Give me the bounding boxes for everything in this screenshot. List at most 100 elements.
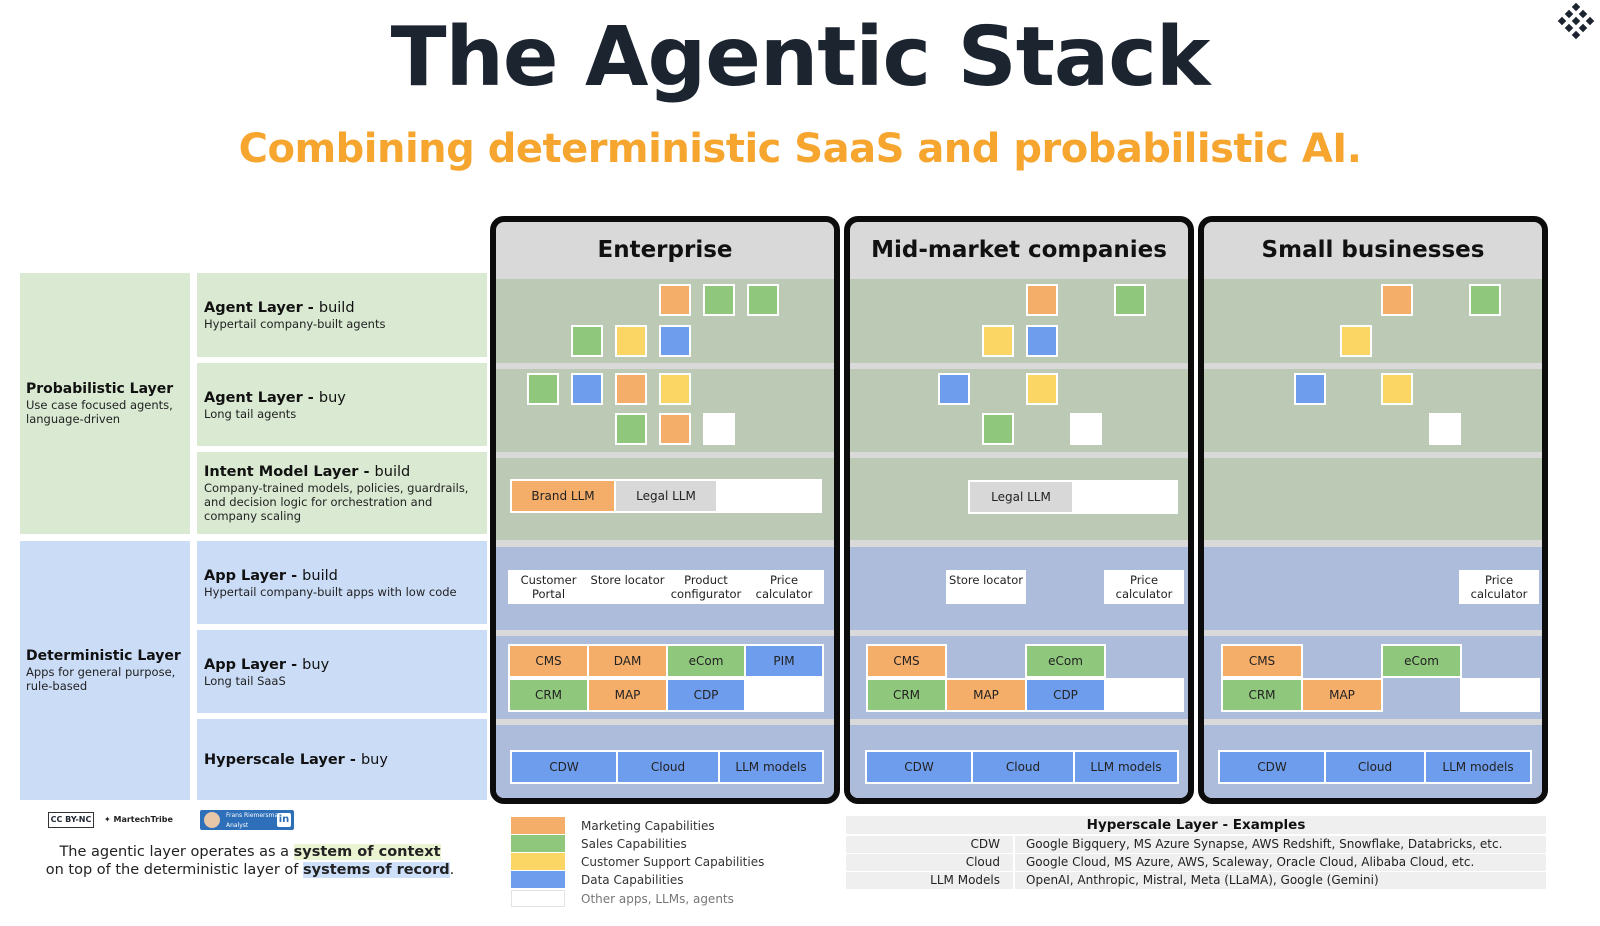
hyperscale-layer-label: Hyperscale Layer - buy xyxy=(197,719,487,800)
layer-desc: Hypertail company-built agents xyxy=(204,317,480,331)
hyperscale-llm-models: LLM models xyxy=(1073,750,1179,784)
app-crm: CRM xyxy=(508,678,589,712)
agent-square xyxy=(1026,325,1058,357)
app-customer-portal: Customer Portal xyxy=(508,570,589,604)
legend-swatch xyxy=(511,890,565,907)
app-ecom: eCom xyxy=(1025,644,1106,678)
agent-build-band xyxy=(850,279,1188,363)
hyperscale-example-value: OpenAI, Anthropic, Mistral, Meta (LLaMA)… xyxy=(1026,872,1379,889)
agent-square xyxy=(747,284,779,316)
layer-mode: buy xyxy=(361,752,388,768)
agent-square xyxy=(659,284,691,316)
app-buy-band: CMS DAM eCom PIM CRM MAP CDP xyxy=(496,636,834,719)
page-subtitle: Combining deterministic SaaS and probabi… xyxy=(0,124,1600,174)
martechtribe-logo-icon xyxy=(1556,2,1596,42)
legend-label: Data Capabilities xyxy=(581,873,683,887)
hyperscale-example-row: LLM Models OpenAI, Anthropic, Mistral, M… xyxy=(846,872,1546,889)
app-layer-buy-label: App Layer - buy Long tail SaaS xyxy=(197,630,487,713)
agent-square xyxy=(1340,325,1372,357)
app-crm: CRM xyxy=(1221,678,1303,712)
martechtribe-icon: ✦ xyxy=(104,815,111,824)
agent-buy-band xyxy=(496,369,834,452)
legend-swatch xyxy=(511,871,565,888)
small-business-column-title: Small businesses xyxy=(1204,222,1542,278)
agent-square xyxy=(1070,413,1102,445)
avatar xyxy=(204,812,220,828)
hyperscale-llm-models: LLM models xyxy=(1424,750,1532,784)
hyperscale-example-key: Cloud xyxy=(846,854,1000,871)
app-build-band: Customer Portal Store locator Product co… xyxy=(496,547,834,630)
app-price-calculator: Price calculator xyxy=(1104,570,1184,604)
legend-label: Other apps, LLMs, agents xyxy=(581,892,734,906)
intent-model-band xyxy=(1204,458,1542,540)
agent-square xyxy=(615,325,647,357)
hyperscale-cloud: Cloud xyxy=(1324,750,1426,784)
intent-model-band: Brand LLM Legal LLM xyxy=(496,458,834,540)
app-map: MAP xyxy=(587,678,668,712)
layer-desc: Long tail agents xyxy=(204,407,480,421)
layer-mode: buy xyxy=(302,657,329,673)
agent-square xyxy=(571,373,603,405)
hyperscale-cloud: Cloud xyxy=(971,750,1075,784)
deterministic-layer-title: Deterministic Layer xyxy=(26,648,184,665)
agent-square xyxy=(1026,284,1058,316)
app-crm: CRM xyxy=(866,678,947,712)
intent-model-legal-llm: Legal LLM xyxy=(968,480,1074,514)
layer-name: Agent Layer - xyxy=(204,300,319,316)
app-store-locator: Store locator xyxy=(946,570,1026,604)
layer-mode: buy xyxy=(319,390,346,406)
hyperscale-example-value: Google Cloud, MS Azure, AWS, Scaleway, O… xyxy=(1026,854,1474,871)
legend-swatch xyxy=(511,817,565,834)
hyperscale-example-row: Cloud Google Cloud, MS Azure, AWS, Scale… xyxy=(846,854,1546,871)
author-name: Frans Riemersma Analyst xyxy=(226,812,278,829)
app-ecom: eCom xyxy=(1381,644,1462,678)
app-dam: DAM xyxy=(587,644,668,678)
agent-square xyxy=(1381,373,1413,405)
agent-square xyxy=(527,373,559,405)
app-pim: PIM xyxy=(744,644,824,678)
agent-square xyxy=(1429,413,1461,445)
hyperscale-cloud: Cloud xyxy=(616,750,720,784)
agent-square xyxy=(938,373,970,405)
intent-model-empty xyxy=(1072,480,1178,514)
legend-label: Customer Support Capabilities xyxy=(581,855,764,869)
agent-square xyxy=(703,284,735,316)
agent-square xyxy=(982,325,1014,357)
app-layer-build-label: App Layer - build Hypertail company-buil… xyxy=(197,541,487,624)
hyperscale-examples-title: Hyperscale Layer - Examples xyxy=(846,816,1546,834)
agent-square xyxy=(1469,284,1501,316)
legend-item: Sales Capabilities xyxy=(511,835,687,852)
small-business-column: Small businesses Price calculator CMS eC… xyxy=(1198,216,1548,804)
layer-mode: build xyxy=(375,464,411,480)
app-buy-band: CMS eCom CRM MAP xyxy=(1204,636,1542,719)
footer-note-text: . xyxy=(450,862,455,878)
agent-square xyxy=(659,325,691,357)
app-price-calculator: Price calculator xyxy=(744,570,824,604)
layer-mode: build xyxy=(319,300,355,316)
agent-build-band xyxy=(1204,279,1542,363)
agent-layer-buy-label: Agent Layer - buy Long tail agents xyxy=(197,363,487,446)
agent-square xyxy=(982,413,1014,445)
agent-square xyxy=(1294,373,1326,405)
probabilistic-layer-desc: Use case focused agents, language-driven xyxy=(26,398,184,426)
app-cms: CMS xyxy=(866,644,947,678)
agent-layer-build-label: Agent Layer - build Hypertail company-bu… xyxy=(197,273,487,357)
agent-square xyxy=(1114,284,1146,316)
hyperscale-example-key: CDW xyxy=(846,836,1000,853)
agent-buy-band xyxy=(1204,369,1542,452)
agent-square xyxy=(659,373,691,405)
app-price-calculator: Price calculator xyxy=(1459,570,1539,604)
layer-name: App Layer - xyxy=(204,568,302,584)
enterprise-column: Enterprise Brand LLM Legal LLM Customer … xyxy=(490,216,840,804)
hyperscale-example-row: CDW Google Bigquery, MS Azure Synapse, A… xyxy=(846,836,1546,853)
probabilistic-layer-title: Probabilistic Layer xyxy=(26,381,184,398)
hyperscale-band: CDW Cloud LLM models xyxy=(1204,725,1542,804)
divider xyxy=(1013,836,1015,853)
agent-square xyxy=(703,413,735,445)
creative-commons-badge[interactable]: CC BY-NC xyxy=(48,812,94,828)
footer-note-text: on top of the deterministic layer of xyxy=(46,862,303,878)
linkedin-author-badge[interactable]: Frans Riemersma Analyst in xyxy=(200,810,294,830)
hyperscale-example-key: LLM Models xyxy=(846,872,1000,889)
legend-item: Other apps, LLMs, agents xyxy=(511,890,734,907)
hyperscale-cdw: CDW xyxy=(865,750,973,784)
